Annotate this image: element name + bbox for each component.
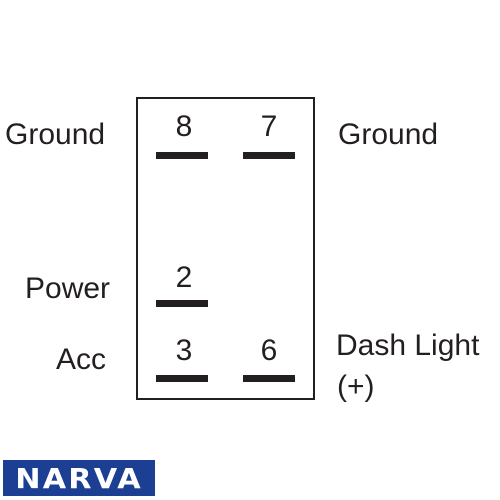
label-dash-light: Dash Light [336, 329, 480, 362]
label-dash-light-polarity: (+) [337, 370, 375, 403]
pin-number-3: 3 [175, 334, 193, 367]
pin-number-7: 7 [260, 110, 278, 143]
label-ground-left: Ground [5, 118, 106, 151]
pin-number-6: 6 [260, 334, 278, 367]
pin-number-2: 2 [175, 261, 193, 294]
label-power: Power [25, 272, 111, 305]
terminal-6 [243, 375, 295, 382]
narva-logo-text: NARVA [15, 461, 143, 495]
label-acc: Acc [56, 343, 107, 376]
terminal-8 [156, 152, 208, 159]
label-ground-right: Ground [338, 118, 439, 151]
pin-number-8: 8 [175, 110, 193, 143]
terminal-2 [156, 300, 208, 307]
terminal-3 [156, 375, 208, 382]
terminal-7 [243, 152, 295, 159]
narva-logo: NARVA [3, 460, 155, 496]
switch-body-outline [136, 97, 315, 400]
